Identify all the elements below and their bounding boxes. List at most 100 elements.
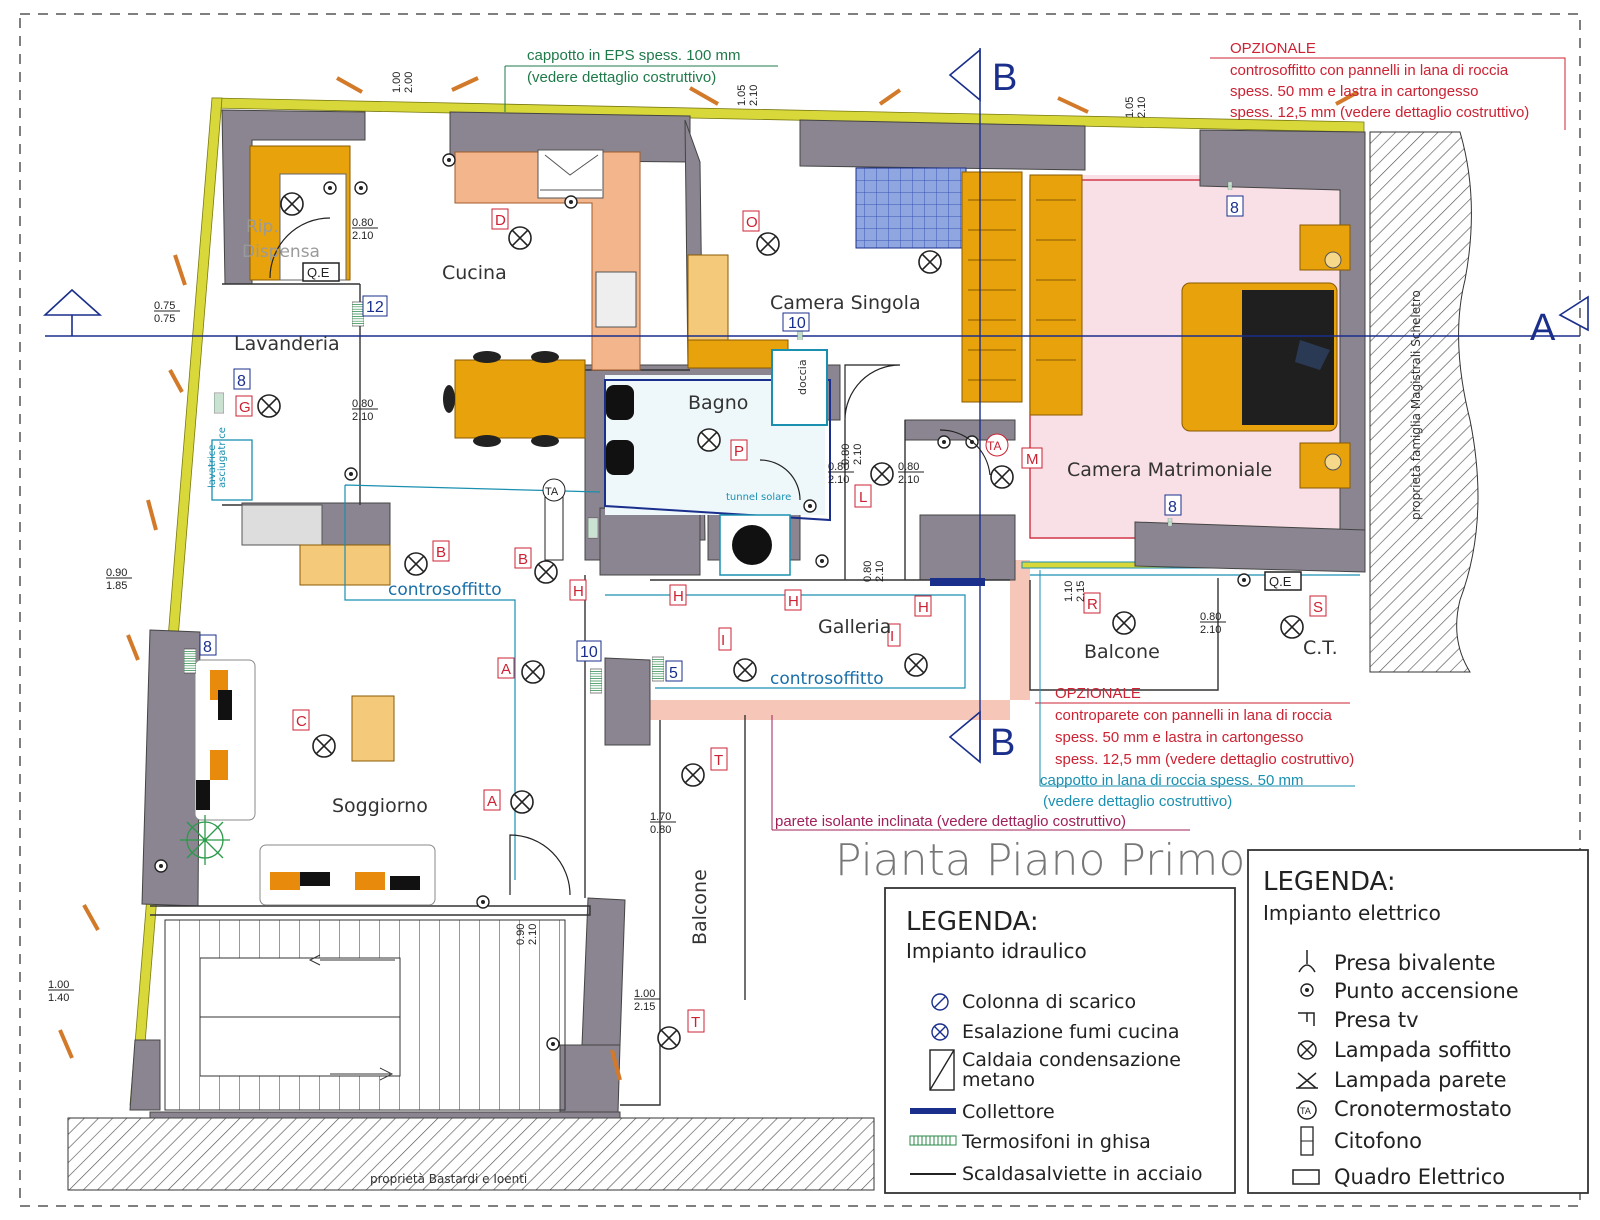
note-opz1-l1: controsoffitto con pannelli in lana di r… <box>1230 62 1509 79</box>
legend-idraulico-label-4-0: Termosifoni in ghisa <box>961 1131 1151 1153</box>
svg-text:A: A <box>501 661 511 678</box>
drawing-frame <box>19 13 1581 1207</box>
toilet <box>606 385 634 420</box>
dimension-bottom-d9: 2.10 <box>898 474 919 486</box>
collettore <box>930 578 985 586</box>
lavatrice-label-2: asciugatrice <box>217 427 228 488</box>
room-balcone-est: Balcone <box>1084 641 1160 663</box>
dimension-bottom-d15: 2.10 <box>527 924 539 945</box>
dimension-top-d6: 0.80 <box>352 398 373 410</box>
svg-text:R: R <box>1087 596 1098 613</box>
svg-text:Q.E: Q.E <box>1269 574 1292 589</box>
dimension-bottom-d2: 2.10 <box>748 85 760 106</box>
esalazione-icon <box>931 1023 949 1041</box>
wardrobe-single-right <box>961 171 1023 403</box>
citofono-marker: TA <box>542 478 566 561</box>
presa-tv-icon <box>1298 1012 1315 1026</box>
room-lavanderia: Lavanderia <box>234 333 340 355</box>
dimension-bottom-d6: 2.10 <box>352 411 373 423</box>
section-a-label-right: A <box>1530 307 1556 349</box>
walls <box>129 109 1366 1119</box>
presa-bivalente-icon <box>1298 950 1316 973</box>
legend-idraulico-label-2-1: metano <box>962 1069 1035 1091</box>
lavatrice-label-1: lavatrice <box>207 445 218 488</box>
legend-idraulico-title: LEGENDA: <box>906 907 1039 937</box>
controsoffitto-label-1: controsoffitto <box>388 580 502 600</box>
svg-text:TA: TA <box>1300 1106 1311 1116</box>
legend-elettrico-label-6: Citofono <box>1334 1129 1422 1153</box>
legend-elettrico-title: LEGENDA: <box>1263 867 1396 897</box>
radiator-numbers: 12 10 8 8 8 8 10 5 <box>199 195 1244 682</box>
dining-chairs <box>443 351 559 447</box>
dimension-bottom-d8: 2.10 <box>828 474 849 486</box>
svg-text:B: B <box>436 544 446 561</box>
controsoffitto-label-2: controsoffitto <box>770 669 884 689</box>
svg-text:8: 8 <box>1168 499 1177 516</box>
caldaia-icon <box>929 1049 955 1091</box>
room-doccia: doccia <box>796 359 809 395</box>
citofono-icon <box>1300 1126 1314 1156</box>
dimension-top-d1: 1.00 <box>391 72 403 93</box>
dimension-top-d13: 0.80 <box>1200 611 1221 623</box>
room-camera-singola: Camera Singola <box>770 292 921 314</box>
svg-text:D: D <box>495 212 506 229</box>
svg-text:O: O <box>746 214 758 231</box>
legend-elettrico-label-1: Punto accensione <box>1334 979 1519 1003</box>
note-cappotto-eps-2: (vedere dettaglio costruttivo) <box>527 69 716 86</box>
legend-elettrico-label-7: Quadro Elettrico <box>1334 1165 1505 1189</box>
laundry-machine <box>211 439 253 501</box>
neighbor-label-east: proprietà famiglia Magistrali Scheletro <box>1409 290 1423 520</box>
dining-table <box>454 359 586 439</box>
dimension-top-d17: 1.00 <box>634 988 655 1000</box>
legend-elettrico-label-2: Presa tv <box>1334 1008 1419 1032</box>
svg-text:TA: TA <box>545 486 559 498</box>
qe-boxes: Q.E Q.E <box>302 262 1302 591</box>
kitchen-sink <box>595 271 637 328</box>
svg-text:5: 5 <box>669 665 678 682</box>
kitchen-counter <box>454 151 641 371</box>
room-cucina: Cucina <box>442 262 507 284</box>
dimension-top-d14: 1.70 <box>650 811 671 823</box>
door-swings <box>269 217 991 896</box>
laundry-sink <box>241 504 323 546</box>
neighbor-property-east: proprietà famiglia Magistrali Scheletro <box>1369 131 1479 673</box>
svg-text:B: B <box>518 551 528 568</box>
legend-elettrico-label-5: Cronotermostato <box>1334 1097 1512 1121</box>
tunnel-solare-label: tunnel solare <box>726 492 791 503</box>
neighbor-label-south: proprietà Bastardi e Ioenti <box>370 1172 527 1186</box>
legend-elettrico-label-0: Presa bivalente <box>1334 951 1496 975</box>
section-line-a: A <box>42 288 1589 349</box>
svg-text:Q.E: Q.E <box>307 265 330 280</box>
section-b-label-top: B <box>992 57 1017 99</box>
room-dispensa-2: Dispensa <box>242 242 320 262</box>
svg-text:H: H <box>918 599 929 616</box>
bed-single <box>855 167 967 249</box>
legend-idraulico-subtitle: Impianto idraulico <box>906 939 1087 963</box>
dimension-bottom-d14: 0.80 <box>650 824 671 836</box>
termosifone-icon <box>909 1135 957 1146</box>
note-opz1-l2: spess. 50 mm e lastra in cartongesso <box>1230 83 1478 100</box>
dimension-bottom-d1: 2.00 <box>403 72 415 93</box>
svg-text:L: L <box>859 489 867 506</box>
dimension-bottom-d5: 0.75 <box>154 313 175 325</box>
dimension-top-d2: 1.05 <box>736 85 748 106</box>
note-cappotto-eps-1: cappotto in EPS spess. 100 mm <box>527 47 740 64</box>
wardrobe-bedroom <box>1029 174 1083 416</box>
note-opz1-title: OPZIONALE <box>1230 40 1316 57</box>
svg-text:8: 8 <box>203 639 212 656</box>
room-bagno: Bagno <box>688 392 748 414</box>
svg-text:H: H <box>673 588 684 605</box>
svg-text:10: 10 <box>580 644 598 661</box>
optional-counterwall <box>650 560 1030 720</box>
coffee-table <box>351 695 395 762</box>
note-opz2-l3: spess. 12,5 mm (vedere dettaglio costrut… <box>1055 751 1354 768</box>
lampada-soffitto-icon <box>1297 1040 1317 1060</box>
dimension-top-d16: 1.00 <box>48 979 69 991</box>
note-parete-isolante: parete isolante inclinata (vedere dettag… <box>775 813 1126 830</box>
cushions <box>210 670 385 890</box>
room-camera-matrimoniale: Camera Matrimoniale <box>1067 459 1272 481</box>
section-line-b: B B <box>948 48 1017 764</box>
svg-text:8: 8 <box>1230 200 1239 217</box>
dimension-top-d8: 0.80 <box>828 461 849 473</box>
dimension-top-d11: 0.80 <box>862 561 874 582</box>
